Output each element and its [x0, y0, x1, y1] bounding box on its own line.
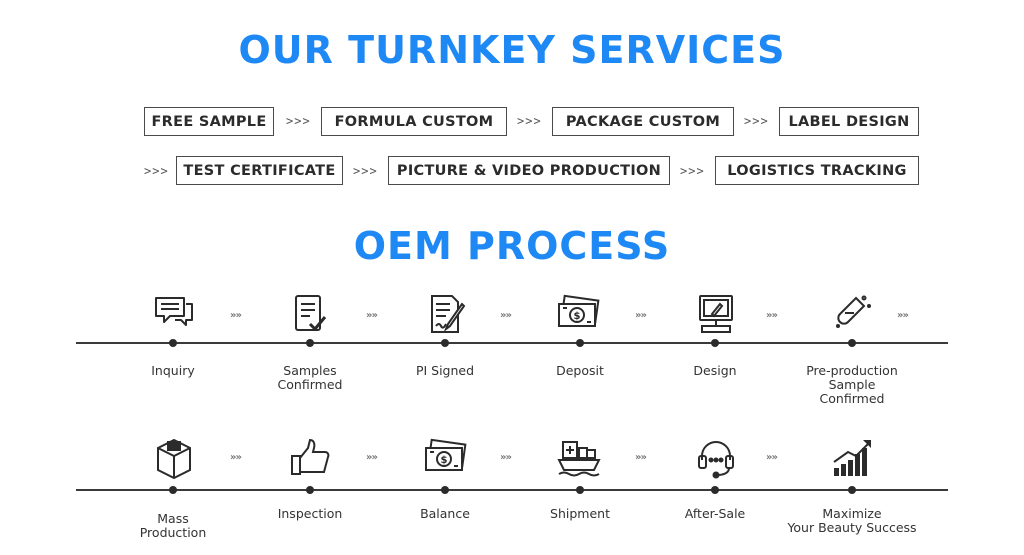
- process-arrow: »»: [230, 310, 242, 321]
- timeline-line-1: [76, 342, 948, 344]
- timeline-dot: [441, 486, 449, 494]
- step-label-balance: Balance: [420, 506, 470, 521]
- signed-document-icon: [424, 292, 468, 336]
- banknote-icon: $: [424, 436, 468, 480]
- timeline-dot: [711, 486, 719, 494]
- service-free-sample: FREE SAMPLE: [144, 107, 274, 136]
- headset-icon: [694, 436, 738, 480]
- thumbs-up-icon: [288, 436, 332, 480]
- process-arrow: »»: [366, 310, 378, 321]
- checklist-icon: [288, 292, 332, 336]
- service-label-design: LABEL DESIGN: [779, 107, 919, 136]
- step-label-samples-confirmed: Samples Confirmed: [277, 363, 343, 392]
- process-arrow: »»: [500, 310, 512, 321]
- process-arrow: »»: [635, 310, 647, 321]
- process-arrow: »»: [635, 452, 647, 463]
- test-tube-icon: [830, 292, 874, 336]
- computer-design-icon: [694, 292, 738, 336]
- cargo-ship-icon: [557, 436, 601, 480]
- process-arrow: »»: [897, 310, 909, 321]
- timeline-dot: [169, 486, 177, 494]
- step-label-pre-production: Pre-production Sample Confirmed: [806, 363, 898, 406]
- services-arrow: >>>: [744, 114, 769, 128]
- box-icon: [152, 436, 196, 480]
- timeline-dot: [441, 339, 449, 347]
- step-label-after-sale: After-Sale: [684, 506, 746, 521]
- svg-text:$: $: [574, 311, 581, 322]
- chat-bubbles-icon: [152, 292, 196, 336]
- svg-text:$: $: [441, 455, 448, 466]
- services-arrow: >>>: [353, 164, 378, 178]
- process-arrow: »»: [230, 452, 242, 463]
- step-label-inspection: Inspection: [277, 506, 343, 521]
- services-arrow: >>>: [680, 164, 705, 178]
- services-arrow: >>>: [517, 114, 542, 128]
- timeline-line-2: [76, 489, 948, 491]
- service-test-certificate: TEST CERTIFICATE: [176, 156, 343, 185]
- growth-chart-icon: [830, 436, 874, 480]
- service-package-custom: PACKAGE CUSTOM: [552, 107, 734, 136]
- step-label-maximize: Maximize Your Beauty Success: [787, 506, 917, 535]
- step-label-inquiry: Inquiry: [151, 363, 195, 378]
- timeline-dot: [848, 339, 856, 347]
- timeline-dot: [576, 339, 584, 347]
- service-picture-video-production: PICTURE & VIDEO PRODUCTION: [388, 156, 670, 185]
- timeline-dot: [306, 339, 314, 347]
- step-label-design: Design: [693, 363, 737, 378]
- step-label-mass-production: Mass Production: [139, 511, 207, 540]
- timeline-dot: [848, 486, 856, 494]
- services-arrow: >>>: [144, 164, 169, 178]
- banknote-icon: $: [557, 292, 601, 336]
- process-arrow: »»: [500, 452, 512, 463]
- timeline-dot: [576, 486, 584, 494]
- service-formula-custom: FORMULA CUSTOM: [321, 107, 507, 136]
- timeline-dot: [169, 339, 177, 347]
- process-arrow: »»: [766, 452, 778, 463]
- step-label-shipment: Shipment: [550, 506, 610, 521]
- services-title: OUR TURNKEY SERVICES: [238, 28, 786, 72]
- timeline-dot: [711, 339, 719, 347]
- process-arrow: »»: [766, 310, 778, 321]
- timeline-dot: [306, 486, 314, 494]
- step-label-deposit: Deposit: [556, 363, 604, 378]
- step-label-pi-signed: PI Signed: [415, 363, 475, 378]
- process-arrow: »»: [366, 452, 378, 463]
- service-logistics-tracking: LOGISTICS TRACKING: [715, 156, 919, 185]
- process-title: OEM PROCESS: [353, 224, 671, 268]
- services-arrow: >>>: [286, 114, 311, 128]
